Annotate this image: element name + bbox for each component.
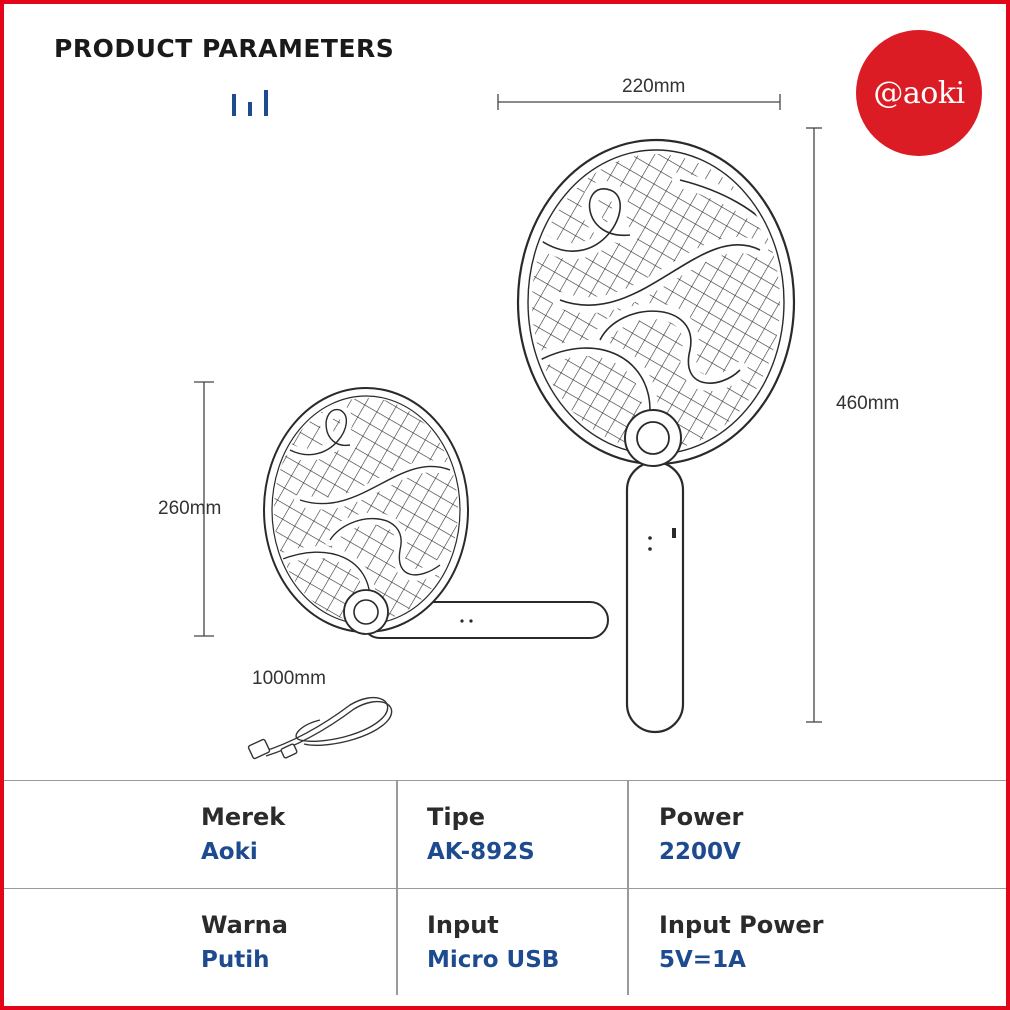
spec-value: Micro USB — [427, 947, 560, 973]
spec-value: Aoki — [201, 839, 258, 865]
page-title: PRODUCT PARAMETERS — [54, 34, 395, 63]
dimension-height-large: 460mm — [836, 393, 900, 414]
spec-label: Input Power — [659, 911, 824, 939]
spec-label: Warna — [201, 911, 288, 939]
spec-table: Merek Aoki Tipe AK-892S Power 2200V Warn… — [4, 780, 1006, 995]
brand-logo-text: @aoki — [873, 75, 965, 111]
spec-cell-warna: Warna Putih — [4, 889, 396, 995]
spec-value: 5V=1A — [659, 947, 746, 973]
large-swatter — [516, 138, 796, 734]
dimension-height-small: 260mm — [158, 498, 222, 519]
dimension-cable-length: 1000mm — [252, 668, 326, 689]
spec-cell-tipe: Tipe AK-892S — [397, 781, 627, 887]
spec-value: Putih — [201, 947, 270, 973]
spec-label: Power — [659, 803, 744, 831]
spec-row: Merek Aoki Tipe AK-892S Power 2200V — [4, 781, 1006, 887]
spec-cell-input-power: Input Power 5V=1A — [628, 889, 1006, 995]
spec-cell-input: Input Micro USB — [397, 889, 627, 995]
small-swatter — [263, 387, 609, 639]
spec-label: Tipe — [427, 803, 486, 831]
spec-label: Input — [427, 911, 499, 939]
spec-row: Warna Putih Input Micro USB Input Power … — [4, 888, 1006, 995]
brand-logo: @aoki — [856, 30, 982, 156]
spec-cell-power: Power 2200V — [628, 781, 1006, 887]
product-illustration — [194, 94, 822, 760]
spec-value: AK-892S — [427, 839, 535, 865]
bars-icon — [232, 90, 268, 116]
spec-value: 2200V — [659, 839, 741, 865]
dimension-width-large: 220mm — [622, 76, 686, 97]
spec-label: Merek — [201, 803, 286, 831]
spec-cell-merek: Merek Aoki — [4, 781, 396, 887]
usb-cable-icon — [247, 696, 393, 760]
dimension-lines — [194, 94, 822, 723]
